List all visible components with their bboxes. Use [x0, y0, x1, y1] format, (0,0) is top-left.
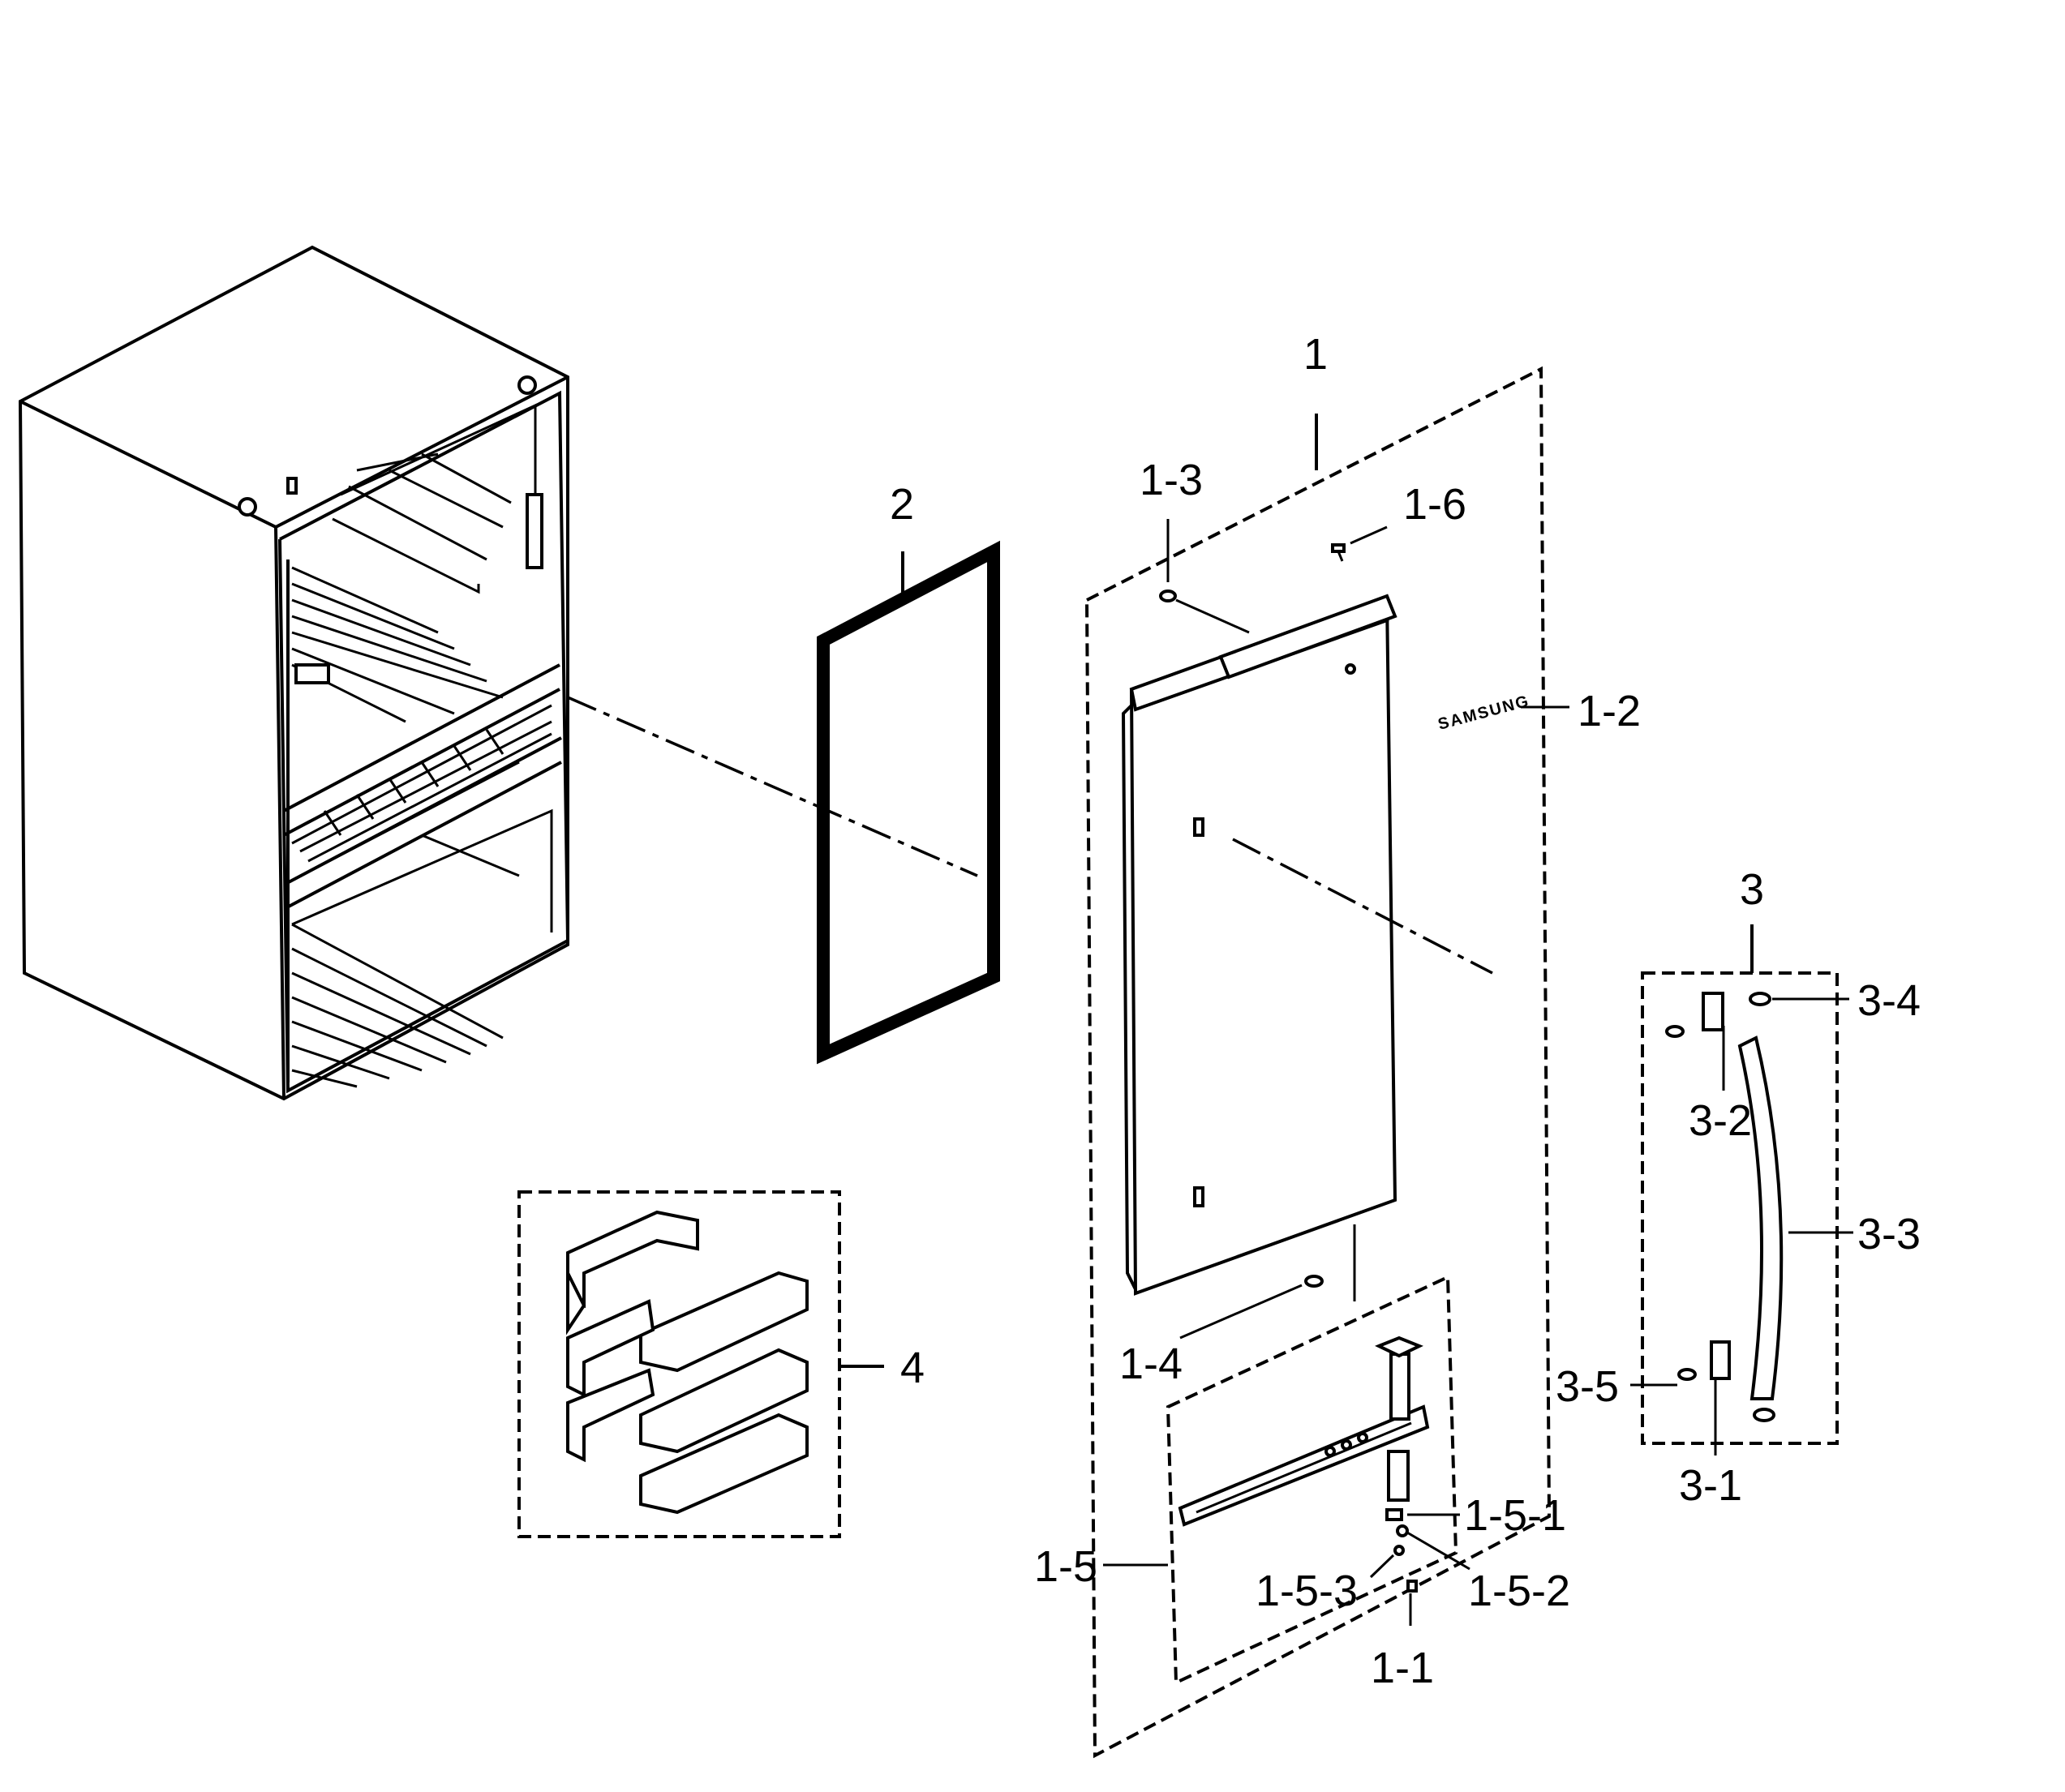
handle-lower-bracket — [1677, 1340, 1731, 1381]
handle-upper-bracket — [1665, 992, 1724, 1038]
door-panel — [1121, 594, 1397, 1296]
door-assembly-boundary — [1084, 366, 1552, 1759]
lower-drawer — [291, 808, 553, 1088]
callout-1-5-3: 1-5-3 — [1256, 1567, 1358, 1615]
handle-alignment-line — [1232, 838, 1493, 975]
screw-part — [1331, 525, 1388, 562]
callout-1-1: 1-1 — [1371, 1644, 1434, 1692]
lower-hinge-boundary — [1166, 1274, 1458, 1686]
handle-assembly-boundary — [1641, 971, 1839, 1445]
hinge-bracket — [1375, 1335, 1423, 1502]
door-handle — [1737, 992, 1784, 1422]
callout-3-1: 3-1 — [1679, 1461, 1742, 1510]
callout-3-2: 3-2 — [1689, 1096, 1752, 1145]
callout-4: 4 — [900, 1344, 925, 1392]
bottom-cap-part — [1179, 1275, 1324, 1340]
callout-1-2: 1-2 — [1578, 687, 1641, 735]
callout-1-5-2: 1-5-2 — [1468, 1567, 1570, 1615]
refrigerator-cabinet — [18, 245, 570, 1101]
gasket-alignment-line — [567, 696, 978, 877]
door-cap-part — [1159, 519, 1250, 634]
door-bins — [566, 1210, 809, 1515]
door-bins-boundary — [517, 1190, 841, 1538]
callout-2: 2 — [890, 480, 914, 529]
hinge-pin-parts — [1369, 1508, 1470, 1626]
door-gasket — [817, 540, 1000, 1065]
callout-3-4: 3-4 — [1857, 976, 1921, 1025]
samsung-logo-badge: SAMSUNG — [1436, 692, 1569, 734]
door-bottom-cover — [1178, 1404, 1430, 1527]
upper-shelf — [291, 566, 504, 723]
callout-3: 3 — [1740, 865, 1764, 914]
callout-1-5: 1-5 — [1034, 1542, 1097, 1591]
callout-1-3: 1-3 — [1140, 456, 1203, 504]
svg-text:SAMSUNG: SAMSUNG — [1436, 692, 1532, 733]
callout-1: 1 — [1303, 330, 1328, 379]
callout-1-6: 1-6 — [1403, 480, 1466, 529]
callout-1-5-1: 1-5-1 — [1464, 1491, 1566, 1540]
callout-1-4: 1-4 — [1119, 1340, 1183, 1388]
crisper-shelf — [291, 704, 552, 869]
callout-3-3: 3-3 — [1857, 1210, 1921, 1258]
callout-labels: 1 1-3 1-6 1-2 2 3 3-4 3-2 3-3 3-5 3-1 4 … — [890, 330, 1921, 1692]
callout-3-5: 3-5 — [1556, 1362, 1619, 1411]
